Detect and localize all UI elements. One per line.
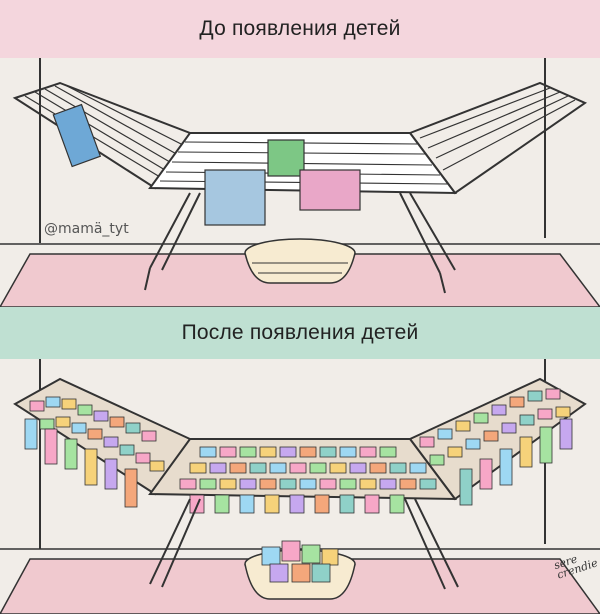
bottom-caption-title: После появления детей [181, 321, 419, 344]
blue-towel [52, 103, 102, 168]
top-caption-title: До появления детей [199, 17, 401, 40]
pink-shirt [299, 169, 361, 211]
top-caption-banner: До появления детей [0, 0, 600, 58]
author-watermark: @mamä_tyt [44, 221, 129, 237]
blue-bodysuit [204, 169, 266, 226]
after-kids-illustration [0, 359, 600, 614]
green-cloth [267, 139, 305, 177]
before-kids-drawing [0, 58, 600, 307]
after-kids-drawing [0, 359, 600, 614]
bottom-caption-banner: После появления детей [0, 307, 600, 359]
before-kids-illustration: @mamä_tyt [0, 58, 600, 307]
